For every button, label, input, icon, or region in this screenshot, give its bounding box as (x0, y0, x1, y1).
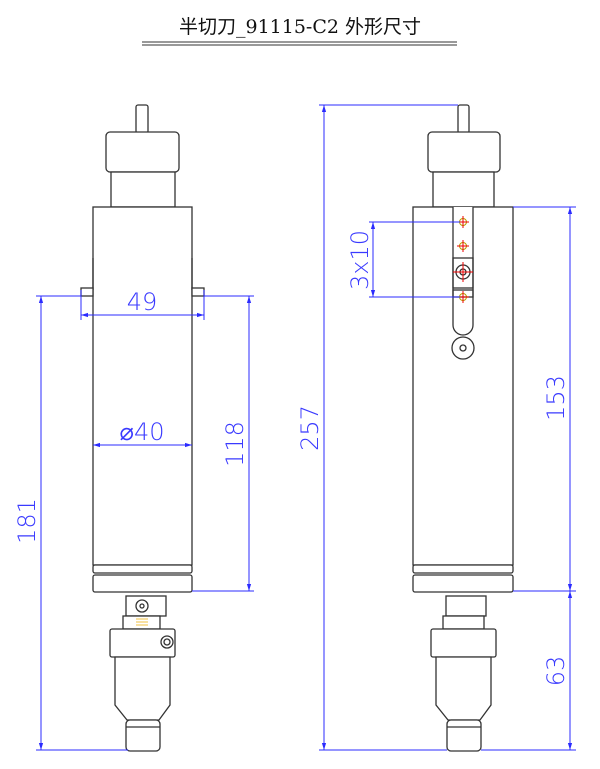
side-view (412, 104, 514, 752)
front-view (80, 104, 205, 752)
dim-hole-pitch-3x10: 3x10 (346, 230, 374, 290)
dim-diameter-40: ⌀40 (120, 418, 165, 446)
dim-height-257: 257 (296, 405, 324, 451)
dim-width-49: 49 (127, 288, 158, 316)
dim-height-63: 63 (542, 656, 570, 687)
dim-height-181: 181 (13, 498, 41, 544)
dim-height-153: 153 (542, 375, 570, 421)
dimensions: 49 ⌀40 118 181 257 3x10 153 63 (13, 104, 576, 751)
dim-height-118: 118 (221, 421, 249, 467)
drawing-title: 半切刀_91115-C2 外形尺寸 (179, 16, 421, 38)
